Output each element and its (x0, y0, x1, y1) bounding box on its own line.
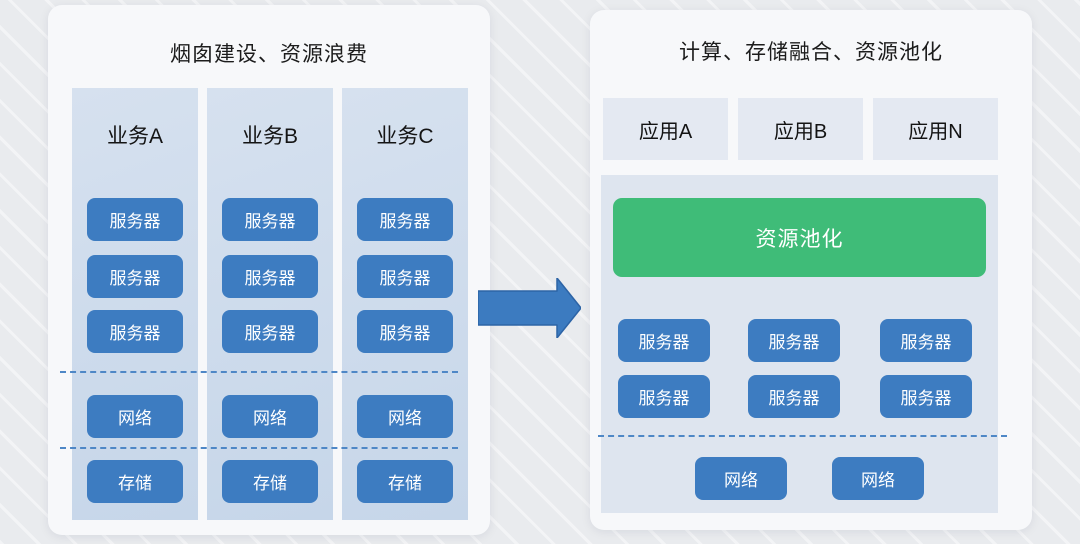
pooled-architecture-panel: 计算、存储融合、资源池化 应用A 应用B 应用N 资源池化 服务器 服务器 服务… (590, 10, 1032, 530)
network-chip: 网络 (695, 457, 787, 500)
business-b-silo: 业务B 服务器 服务器 服务器 网络 存储 (207, 88, 333, 520)
network-chip: 网络 (222, 395, 318, 438)
server-chip: 服务器 (222, 310, 318, 353)
business-c-label: 业务C (376, 125, 434, 148)
server-chip: 服务器 (880, 319, 972, 362)
server-chip: 服务器 (357, 198, 453, 241)
network-separator-dashed-line (598, 435, 1007, 437)
storage-chip: 存储 (87, 460, 183, 503)
business-b-label: 业务B (241, 125, 298, 148)
pooled-panel-title: 计算、存储融合、资源池化 (679, 41, 943, 64)
server-chip: 服务器 (748, 319, 840, 362)
server-chip: 服务器 (748, 375, 840, 418)
network-separator-dashed-line (60, 371, 458, 373)
server-chip: 服务器 (357, 255, 453, 298)
server-chip: 服务器 (222, 198, 318, 241)
app-a-box: 应用A (603, 98, 728, 160)
business-c-silo: 业务C 服务器 服务器 服务器 网络 存储 (342, 88, 468, 520)
storage-chip: 存储 (357, 460, 453, 503)
network-chip: 网络 (832, 457, 924, 500)
storage-separator-dashed-line (60, 447, 458, 449)
server-chip: 服务器 (87, 198, 183, 241)
server-chip: 服务器 (880, 375, 972, 418)
silo-panel-title: 烟囱建设、资源浪费 (170, 43, 368, 66)
server-chip: 服务器 (222, 255, 318, 298)
server-chip: 服务器 (357, 310, 453, 353)
server-chip: 服务器 (87, 255, 183, 298)
resource-pool-container: 资源池化 服务器 服务器 服务器 服务器 服务器 服务器 (601, 175, 998, 513)
transform-arrow-icon (478, 278, 581, 338)
business-a-label: 业务A (106, 125, 163, 148)
app-n-box: 应用N (873, 98, 998, 160)
network-chip: 网络 (87, 395, 183, 438)
business-a-silo: 业务A 服务器 服务器 服务器 网络 存储 (72, 88, 198, 520)
silo-architecture-panel: 烟囱建设、资源浪费 业务A 服务器 服务器 服务器 网络 存储 业务B 服务器 … (48, 5, 490, 535)
app-b-box: 应用B (738, 98, 863, 160)
resource-pool-bar: 资源池化 (613, 198, 986, 277)
server-chip: 服务器 (87, 310, 183, 353)
network-chip: 网络 (357, 395, 453, 438)
storage-chip: 存储 (222, 460, 318, 503)
server-chip: 服务器 (618, 375, 710, 418)
server-chip: 服务器 (618, 319, 710, 362)
